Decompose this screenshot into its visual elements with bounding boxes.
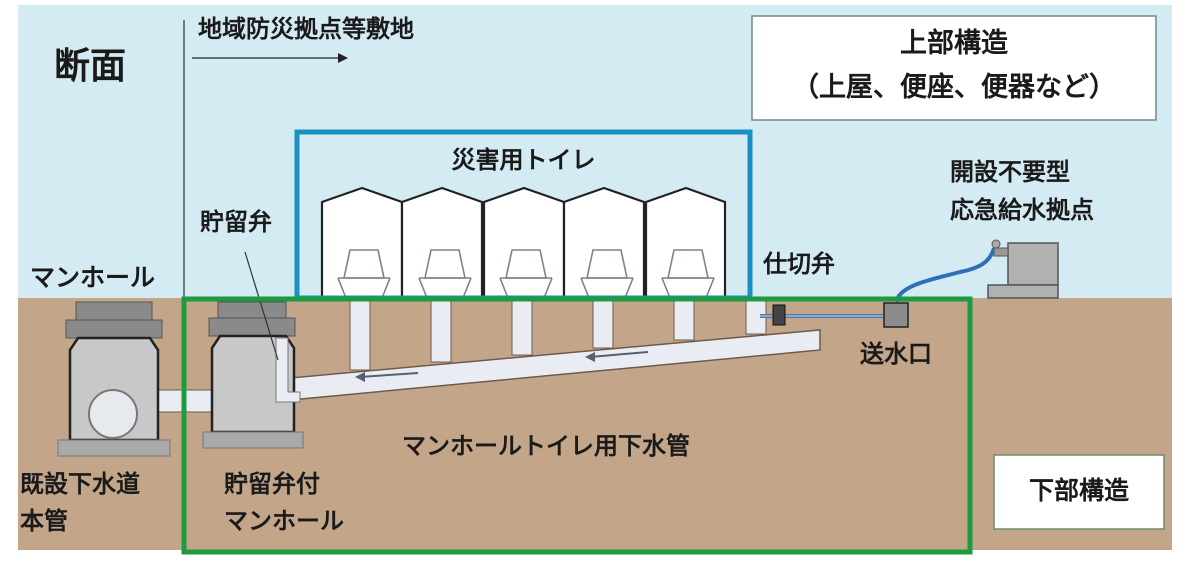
water-inlet bbox=[883, 302, 909, 328]
toilet-sewer-box bbox=[181, 296, 973, 555]
storage-valve-label: 貯留弁 bbox=[200, 208, 272, 236]
gate-valve bbox=[772, 304, 786, 326]
water-inlet-label: 送水口 bbox=[860, 340, 932, 368]
existing-sewer-label-2: 本管 bbox=[20, 507, 68, 535]
water-point-label-1: 開設不要型 bbox=[950, 158, 1070, 186]
toilet-seats bbox=[337, 249, 715, 299]
lower-structure-title: 下部構造 bbox=[1028, 476, 1129, 505]
site-label: 地域防災拠点等敷地 bbox=[198, 15, 414, 43]
upper-structure-box bbox=[751, 15, 1157, 121]
upper-structure-title: 上部構造 bbox=[900, 28, 1008, 59]
water-hose bbox=[894, 247, 996, 303]
manhole-label: マンホール bbox=[30, 263, 156, 292]
valve-manhole-label-1: 貯留弁付 bbox=[224, 470, 320, 498]
toilet-sewer-pipe-label: マンホールトイレ用下水管 bbox=[402, 432, 690, 460]
water-point-label-2: 応急給水拠点 bbox=[950, 196, 1094, 224]
existing-manhole bbox=[57, 301, 171, 457]
disaster-toilet-label: 災害用トイレ bbox=[451, 146, 596, 174]
existing-sewer-label-1: 既設下水道 bbox=[20, 470, 140, 498]
lower-structure-box bbox=[993, 454, 1165, 530]
valve-manhole-label-2: マンホール bbox=[224, 507, 344, 535]
storage-valve-leader bbox=[244, 251, 279, 361]
gate-valve-label: 仕切弁 bbox=[763, 250, 835, 278]
site-arrow-head bbox=[338, 53, 348, 63]
section-title: 断面 bbox=[54, 46, 127, 87]
valve-manhole bbox=[202, 301, 304, 449]
water-supply-unit bbox=[987, 239, 1059, 299]
upper-structure-subtitle: （上屋、便座、便器など） bbox=[792, 72, 1116, 103]
toilet-booths bbox=[320, 186, 727, 302]
